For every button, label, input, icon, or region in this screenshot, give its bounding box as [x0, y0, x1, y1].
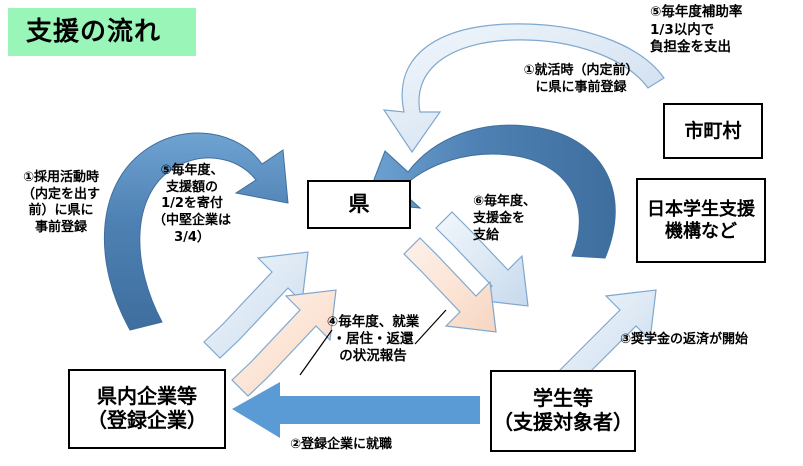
leader-line-step4-left — [299, 329, 333, 376]
arrow-student-register-curve — [382, 23, 665, 154]
arrow-student-report-down — [403, 237, 497, 333]
node-prefecture[interactable]: 県 — [307, 180, 411, 229]
leader-line-step4-right — [414, 309, 447, 345]
node-municipality[interactable]: 市町村 — [663, 103, 763, 159]
caption-step5-municipality: ⑤毎年度補助率 1/3以内で 負担金を支出 — [650, 4, 743, 56]
diagram-title-banner: 支援の流れ — [8, 8, 196, 56]
caption-step2-employment: ②登録企業に就職 — [290, 437, 393, 452]
caption-step5-company: ⑤毎年度、 支援額の 1/2を寄付 （中堅企業は 3/4） — [152, 163, 231, 245]
arrow-student-to-prefecture — [364, 124, 616, 259]
arrow-company-status-report-up — [231, 289, 337, 397]
caption-step1-student: ①就活時（内定前） に県に事前登録 — [523, 63, 639, 95]
node-jasso-label: 日本学生支援 機構など — [647, 199, 755, 242]
node-student[interactable]: 学生等 （支援対象者） — [490, 370, 636, 452]
caption-step3-repayment: ③奨学金の返済が開始 — [620, 332, 749, 347]
node-company[interactable]: 県内企業等 （登録企業） — [68, 369, 226, 449]
caption-step4-report: ④毎年度、就業 ・居住・返還 の状況報告 — [326, 314, 420, 364]
arrow-company-contribution-up — [203, 251, 309, 359]
node-prefecture-label: 県 — [348, 192, 370, 217]
caption-step1-company: ①採用活動時 （内定を出す 前）に県に 事前登録 — [21, 170, 100, 235]
node-student-label: 学生等 （支援対象者） — [493, 386, 633, 434]
node-company-label: 県内企業等 （登録企業） — [87, 384, 207, 432]
arrow-prefecture-to-student-down — [435, 211, 529, 307]
arrow-student-to-company-left — [232, 382, 480, 438]
node-municipality-label: 市町村 — [684, 119, 742, 142]
node-jasso[interactable]: 日本学生支援 機構など — [636, 178, 766, 263]
arrow-company-to-prefecture — [103, 132, 289, 331]
diagram-title-text: 支援の流れ — [26, 17, 162, 47]
caption-step6-payment: ⑥毎年度、 支援金を 支給 — [473, 194, 537, 243]
